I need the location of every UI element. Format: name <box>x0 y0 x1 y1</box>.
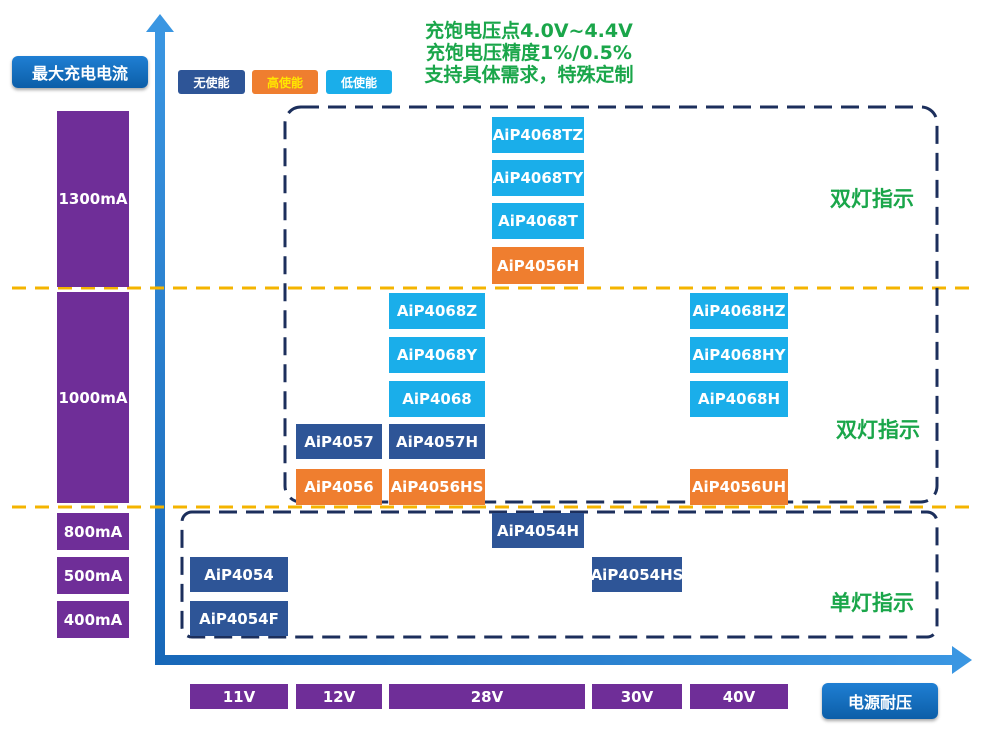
chip-aip4056: AiP4056 <box>296 469 382 505</box>
chip-aip4068ty: AiP4068TY <box>492 160 584 196</box>
x-axis <box>155 646 972 674</box>
indicator-label-1000: 双灯指示 <box>836 418 920 442</box>
indicator-label-1300: 双灯指示 <box>830 187 914 211</box>
chip-aip4068z: AiP4068Z <box>389 293 485 329</box>
indicator-label-single: 单灯指示 <box>830 591 914 615</box>
chip-aip4054f: AiP4054F <box>190 601 288 636</box>
chip-aip4068hz: AiP4068HZ <box>690 293 788 329</box>
y-axis-title: 最大充电电流 <box>12 56 148 88</box>
voltage-level-40v: 40V <box>690 684 788 709</box>
current-level-1000ma: 1000mA <box>57 292 129 503</box>
chip-aip4057: AiP4057 <box>296 424 382 459</box>
x-axis-title: 电源耐压 <box>822 683 938 719</box>
current-level-500ma: 500mA <box>57 557 129 594</box>
y-axis <box>146 14 174 665</box>
chip-aip4068tz: AiP4068TZ <box>492 117 584 153</box>
note-voltage-point: 充饱电压点4.0V~4.4V <box>425 20 633 42</box>
note-customization: 支持具体需求，特殊定制 <box>424 64 634 86</box>
chip-aip4068h: AiP4068H <box>690 381 788 417</box>
notes-block: 充饱电压点4.0V~4.4V 充饱电压精度1%/0.5% 支持具体需求，特殊定制 <box>0 20 1008 86</box>
chip-aip4056uh: AiP4056UH <box>690 469 788 505</box>
voltage-level-12v: 12V <box>296 684 382 709</box>
chip-aip4056hs: AiP4056HS <box>389 469 485 505</box>
single-indicator-group-box <box>180 510 939 639</box>
voltage-level-11v: 11V <box>190 684 288 709</box>
chip-aip4068y: AiP4068Y <box>389 337 485 373</box>
chip-aip4056h: AiP4056H <box>492 247 584 284</box>
chip-aip4054: AiP4054 <box>190 557 288 592</box>
chip-aip4068hy: AiP4068HY <box>690 337 788 373</box>
legend-low-enable: 低使能 <box>326 70 392 94</box>
voltage-level-28v: 28V <box>389 684 585 709</box>
chip-aip4054hs: AiP4054HS <box>591 557 683 592</box>
current-level-800ma: 800mA <box>57 513 129 550</box>
legend-high-enable: 高使能 <box>252 70 318 94</box>
current-level-1300ma: 1300mA <box>57 111 129 287</box>
chip-aip4054h: AiP4054H <box>492 513 584 548</box>
voltage-level-30v: 30V <box>592 684 682 709</box>
dual-indicator-group-box <box>283 105 939 504</box>
chip-aip4068t: AiP4068T <box>492 203 584 239</box>
chip-aip4057h: AiP4057H <box>389 424 485 459</box>
note-voltage-accuracy: 充饱电压精度1%/0.5% <box>426 42 632 64</box>
legend-no-enable: 无使能 <box>178 70 245 94</box>
current-level-400ma: 400mA <box>57 601 129 638</box>
chip-aip4068: AiP4068 <box>389 381 485 417</box>
